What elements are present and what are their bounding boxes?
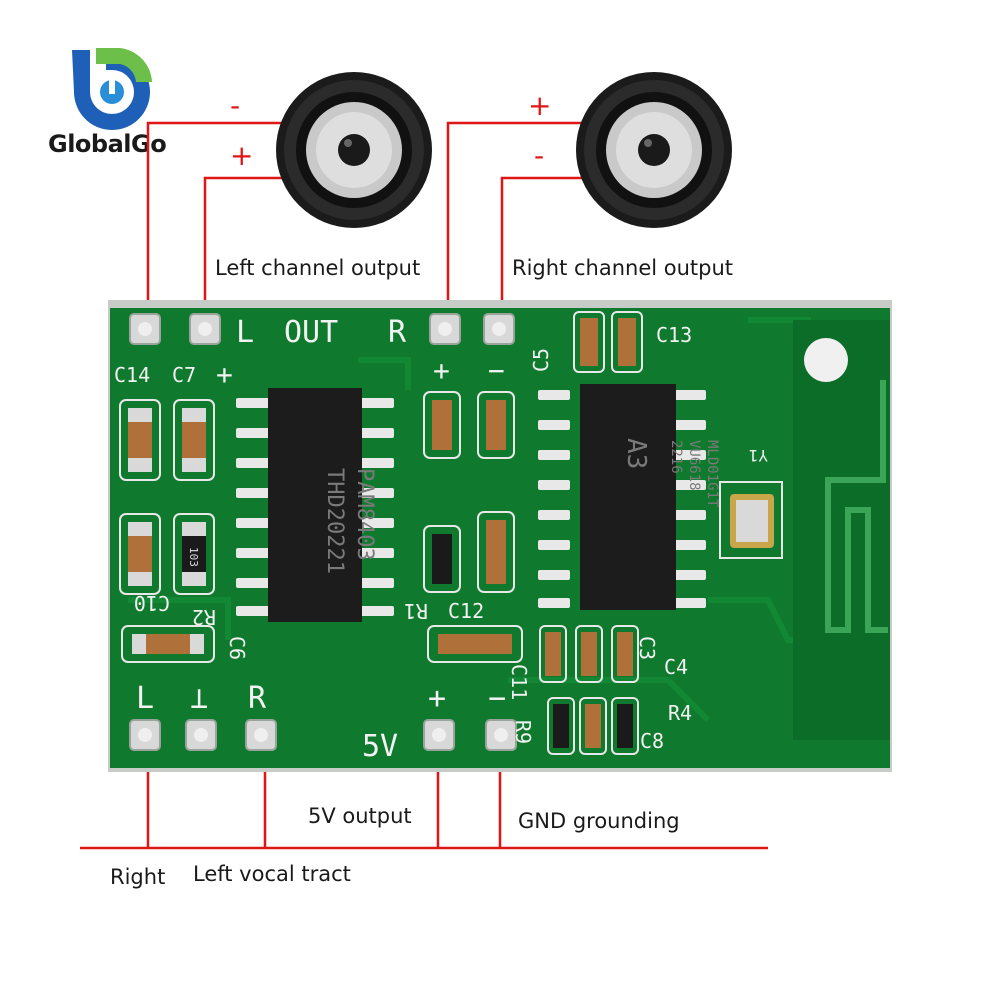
silk-c14: C14	[114, 363, 150, 387]
right-speaker-plus-wire	[446, 121, 582, 305]
left-vocal-tract-label: Left vocal tract	[193, 862, 351, 886]
right-speaker-minus-sign: -	[534, 139, 545, 172]
silk-l: L	[236, 315, 254, 350]
globalgo-logo-icon	[72, 48, 152, 130]
globalgo-logo	[60, 40, 170, 130]
silk-r4: R4	[668, 701, 692, 725]
silk-bottom-r: R	[248, 681, 267, 716]
pcb-board: L OUT R + + − C14 C7 C5 C13 C10 R2 C6 R1…	[108, 300, 892, 772]
silk-r: R	[388, 315, 407, 350]
silk-c4: C4	[664, 655, 688, 679]
left-channel-output-label: Left channel output	[215, 256, 421, 280]
silk-c8: C8	[640, 729, 664, 753]
silk-c7: C7	[172, 363, 196, 387]
chip-pam8403: PAM8403 THD20221	[236, 388, 394, 622]
silk-c12: C12	[448, 599, 484, 623]
chip-bluetooth: A3 MLD01G1T VU6618 2216	[538, 384, 720, 610]
right-speaker-plus-sign: +	[528, 89, 552, 122]
silk-plus-top: +	[433, 354, 450, 387]
silk-plus-left: +	[216, 358, 233, 391]
bottom-wires	[80, 770, 768, 850]
right-channel-output-label: Right channel output	[512, 256, 734, 280]
silk-r9: R9	[511, 720, 535, 744]
resistor-code: 103	[187, 547, 200, 567]
right-speaker	[576, 72, 732, 228]
silk-r1: R1	[404, 599, 428, 623]
silk-c5: C5	[529, 348, 553, 372]
silk-5v: 5V	[362, 729, 398, 764]
silk-bottom-minus: −	[488, 681, 506, 716]
top-wires	[146, 121, 582, 305]
chip-right-line3: 2216	[668, 440, 684, 474]
left-speaker	[276, 72, 432, 228]
right-input-label: Right	[110, 865, 166, 889]
chip-left-line2: THD20221	[322, 468, 347, 574]
silk-out: OUT	[284, 315, 338, 350]
five-v-output-label: 5V output	[308, 804, 412, 828]
left-speaker-plus-sign: +	[230, 139, 254, 172]
silk-c6: C6	[225, 636, 249, 660]
antenna-trace	[825, 380, 888, 633]
silk-c11: C11	[507, 664, 531, 700]
left-speaker-minus-sign: -	[230, 89, 241, 122]
crystal-y1	[719, 481, 783, 559]
silk-minus-top: −	[488, 354, 505, 387]
chip-left-line1: PAM8403	[352, 468, 377, 561]
gnd-grounding-label: GND grounding	[518, 809, 680, 833]
left-speaker-plus-wire	[203, 176, 290, 305]
right-speaker-minus-wire	[500, 176, 582, 305]
smd-components	[119, 311, 643, 755]
mounting-hole	[804, 338, 848, 382]
silk-bottom-gnd: ⊥	[190, 681, 208, 716]
silk-bottom-plus: +	[428, 681, 446, 716]
left-speaker-minus-wire	[146, 121, 290, 305]
chip-right-line1: MLD01G1T	[704, 440, 720, 508]
silk-bottom-l: L	[136, 681, 154, 716]
silk-c13: C13	[656, 323, 692, 347]
chip-right-line2: VU6618	[686, 440, 702, 491]
chip-right-logo: A3	[621, 438, 651, 469]
silk-y1: Y1	[749, 446, 768, 465]
